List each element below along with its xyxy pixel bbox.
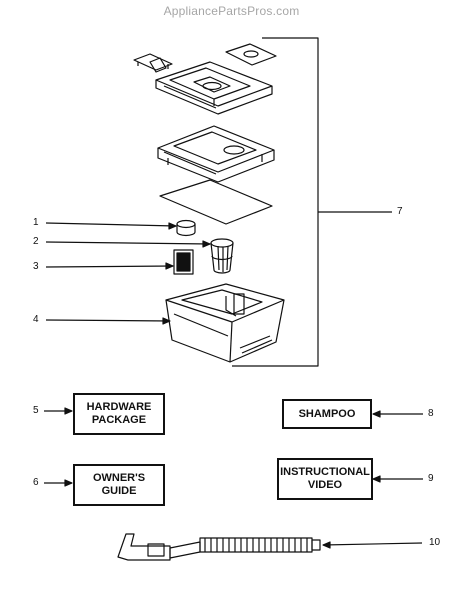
owners-label-line2: GUIDE	[101, 485, 137, 497]
leader-lines	[44, 222, 423, 549]
shampoo-box: SHAMPOO	[282, 399, 372, 429]
filter-pad	[225, 43, 277, 66]
cap-part-1	[176, 219, 196, 237]
hardware-label-line2: PACKAGE	[91, 414, 147, 426]
callout-10: 10	[429, 537, 441, 548]
callout-4: 4	[33, 314, 39, 325]
instructional-video-box: INSTRUCTIONAL VIDEO	[277, 458, 373, 500]
callout-1: 1	[33, 217, 39, 228]
callout-7: 7	[397, 206, 403, 217]
tank-part-4	[165, 283, 285, 363]
assembly-bracket	[232, 37, 392, 367]
callout-8: 8	[428, 408, 434, 419]
callout-5: 5	[33, 405, 39, 416]
tank-lid-top	[155, 61, 273, 115]
hardware-package-box: HARDWARE PACKAGE	[73, 393, 165, 435]
callout-3: 3	[33, 261, 39, 272]
watermark-text: AppliancePartsPros.com	[163, 4, 300, 18]
owners-guide-box: OWNER'S GUIDE	[73, 464, 165, 506]
hand-tool-part-10	[117, 533, 321, 561]
callout-9: 9	[428, 473, 434, 484]
tank-lid-bottom	[157, 125, 275, 183]
shampoo-label: SHAMPOO	[298, 407, 356, 420]
strainer-part-2	[210, 238, 234, 274]
instructional-label-line2: VIDEO	[307, 479, 343, 491]
filter-card-part-3	[173, 249, 194, 275]
instructional-label-line1: INSTRUCTIONAL	[280, 466, 370, 478]
owners-label-line1: OWNER'S	[92, 472, 146, 484]
gasket-sheet	[159, 179, 273, 225]
callout-2: 2	[33, 236, 39, 247]
hardware-label-line1: HARDWARE	[86, 401, 152, 413]
latch-part	[133, 53, 173, 73]
callout-6: 6	[33, 477, 39, 488]
